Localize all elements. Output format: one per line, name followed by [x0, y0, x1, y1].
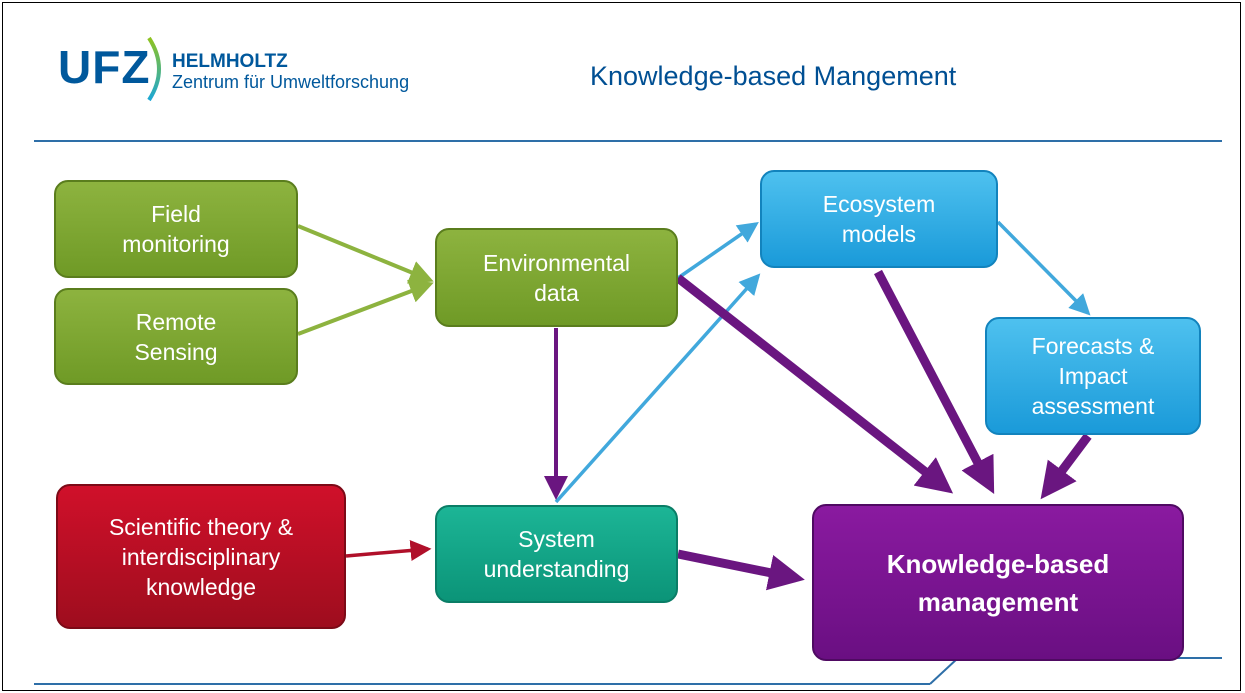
arrow-remote-to-env [297, 279, 434, 336]
footer-rule [34, 683, 930, 685]
logo-helmholtz: HELMHOLTZ [172, 51, 288, 72]
logo-arc-icon [147, 36, 161, 102]
arrow-theory-to-sys [345, 540, 432, 561]
arrow-forecast-to-kbm [1040, 433, 1092, 500]
node-knowledge-management-label: Knowledge-based management [886, 548, 1110, 617]
arrow-eco-to-forecast [996, 220, 1091, 316]
node-scientific-theory-label: Scientific theory & interdisciplinary kn… [108, 513, 294, 600]
header-rule [34, 140, 1222, 142]
arrow-env-to-kbm [675, 274, 954, 494]
arrow-field-to-env [297, 224, 434, 284]
node-system-understanding-label: System understanding [483, 526, 630, 582]
node-knowledge-management: Knowledge-based management [812, 504, 1184, 661]
node-ecosystem-models: Ecosystem models [760, 170, 998, 268]
node-field-monitoring-label: Field monitoring [122, 201, 230, 257]
node-environmental-data-label: Environmental data [482, 249, 631, 306]
arrow-eco-to-kbm [874, 269, 995, 494]
node-field-monitoring: Field monitoring [54, 180, 298, 278]
node-system-understanding: System understanding [435, 505, 678, 603]
node-forecasts-label: Forecasts & Impact assessment [1031, 333, 1155, 419]
arrow-sys-to-kbm [677, 549, 805, 591]
node-scientific-theory: Scientific theory & interdisciplinary kn… [56, 484, 346, 629]
node-remote-sensing-label: Remote Sensing [134, 308, 218, 365]
node-ecosystem-models-label: Ecosystem models [822, 191, 936, 247]
slide-title: Knowledge-based Mangement [590, 61, 957, 91]
logo-subtitle: Zentrum für Umweltforschung [172, 72, 410, 92]
node-remote-sensing: Remote Sensing [54, 288, 298, 385]
node-environmental-data: Environmental data [435, 228, 678, 327]
arrow-env-to-eco [677, 222, 759, 280]
node-forecasts: Forecasts & Impact assessment [985, 317, 1201, 435]
logo-ufz-text: UFZ [58, 41, 151, 93]
